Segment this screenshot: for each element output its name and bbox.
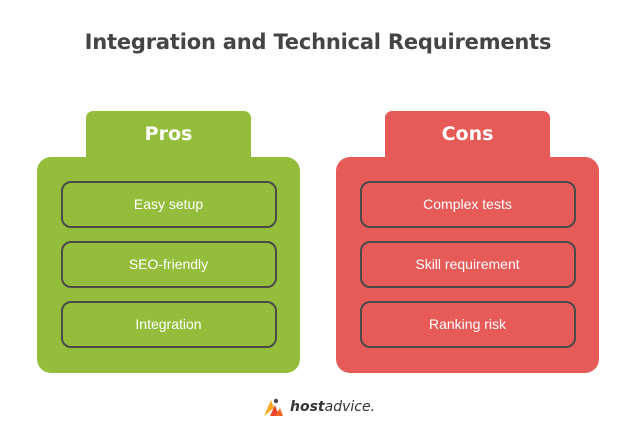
pros-item-easy-setup: Easy setup	[60, 181, 277, 228]
cons-panel: Complex tests Skill requirement Ranking …	[336, 157, 599, 373]
brand-logo: hostadvice.	[0, 396, 636, 418]
pros-item-seo-friendly: SEO-friendly	[60, 241, 277, 288]
cons-header: Cons	[385, 111, 550, 163]
pros-item-integration: Integration	[60, 301, 277, 348]
cons-item-complex-tests: Complex tests	[359, 181, 576, 228]
hostadvice-logo-icon	[261, 396, 285, 418]
page-title: Integration and Technical Requirements	[84, 30, 552, 54]
cons-item-skill-requirement: Skill requirement	[359, 241, 576, 288]
pros-panel: Easy setup SEO-friendly Integration	[37, 157, 300, 373]
pros-header: Pros	[86, 111, 251, 163]
cons-item-ranking-risk: Ranking risk	[359, 301, 576, 348]
logo-wordmark: hostadvice.	[289, 399, 376, 415]
